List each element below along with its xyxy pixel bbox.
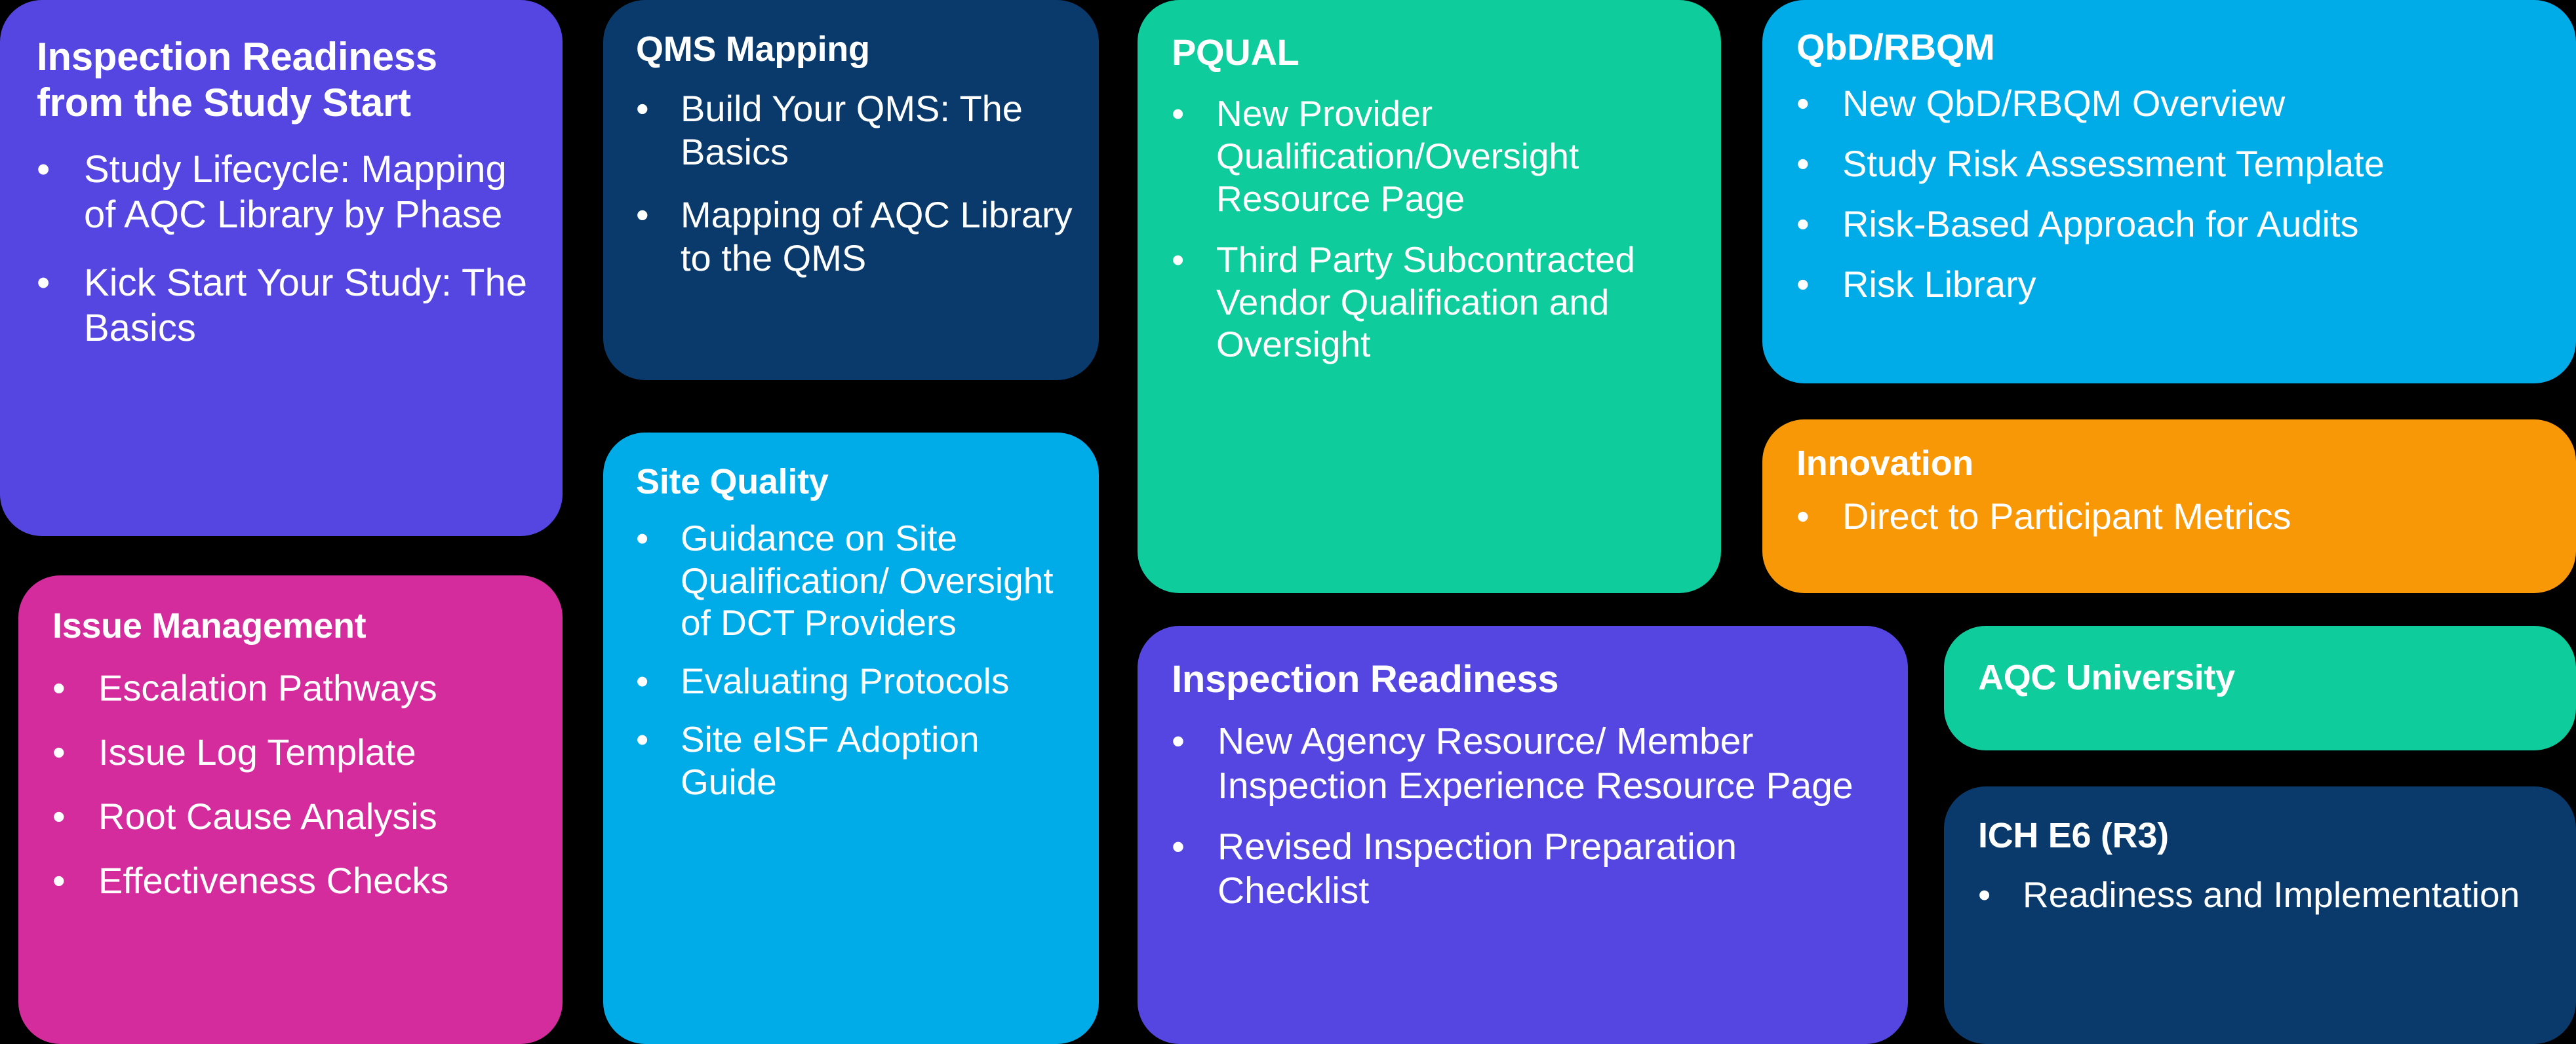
list-item[interactable]: • Third Party Subcontracted Vendor Quali… [1172, 239, 1701, 366]
list-item[interactable]: • Guidance on Site Qualification/ Oversi… [636, 517, 1078, 645]
card-title: PQUAL [1172, 31, 1299, 73]
bullet-dot-icon: • [52, 667, 66, 708]
card-aqc-university[interactable]: AQC University [1944, 626, 2576, 750]
card-pqual[interactable]: PQUAL • New Provider Qualification/Overs… [1138, 0, 1721, 593]
card-bullet-list: • Direct to Participant Metrics [1796, 495, 2552, 538]
list-item[interactable]: • Issue Log Template [52, 731, 536, 774]
list-item-label: Direct to Participant Metrics [1842, 495, 2291, 537]
card-qms-mapping[interactable]: QMS Mapping • Build Your QMS: The Basics… [603, 0, 1099, 380]
list-item[interactable]: • New QbD/RBQM Overview [1796, 82, 2552, 125]
bullet-dot-icon: • [1172, 239, 1185, 280]
bullet-dot-icon: • [1172, 825, 1185, 868]
list-item-label: Risk-Based Approach for Audits [1842, 203, 2359, 245]
card-qbd-rbqm[interactable]: QbD/RBQM • New QbD/RBQM Overview • Study… [1762, 0, 2576, 383]
list-item-label: Revised Inspection Preparation Checklist [1218, 825, 1737, 912]
card-title: Issue Management [52, 606, 367, 646]
card-bullet-list: • Build Your QMS: The Basics • Mapping o… [636, 87, 1074, 280]
card-bullet-list: • Readiness and Implementation [1978, 874, 2552, 916]
list-item[interactable]: • Readiness and Implementation [1978, 874, 2552, 916]
bullet-dot-icon: • [37, 148, 50, 191]
bullet-dot-icon: • [1172, 92, 1185, 134]
list-item-label: Effectiveness Checks [98, 859, 449, 901]
card-title: AQC University [1978, 658, 2235, 697]
list-item[interactable]: • Risk Library [1796, 263, 2552, 306]
card-title: ICH E6 (R3) [1978, 816, 2169, 855]
card-title: Innovation [1796, 444, 1973, 483]
card-inspection-readiness[interactable]: Inspection Readiness • New Agency Resour… [1138, 626, 1908, 1044]
list-item-label: New Agency Resource/ Member Inspection E… [1218, 720, 1853, 807]
bullet-dot-icon: • [37, 261, 50, 305]
list-item[interactable]: • Mapping of AQC Library to the QMS [636, 193, 1074, 280]
list-item[interactable]: • Effectiveness Checks [52, 859, 536, 902]
card-title: Site Quality [636, 462, 829, 501]
card-bullet-list: • New Agency Resource/ Member Inspection… [1172, 720, 1884, 913]
list-item[interactable]: • Site eISF Adoption Guide [636, 718, 1078, 803]
card-bullet-list: • Guidance on Site Qualification/ Oversi… [636, 517, 1078, 803]
list-item-label: Third Party Subcontracted Vendor Qualifi… [1216, 239, 1635, 365]
list-item-label: Build Your QMS: The Basics [681, 87, 1023, 172]
list-item-label: Issue Log Template [98, 731, 416, 773]
bullet-dot-icon: • [636, 719, 649, 760]
list-item[interactable]: • Revised Inspection Preparation Checkli… [1172, 825, 1884, 914]
list-item-label: Kick Start Your Study: The Basics [84, 261, 527, 349]
card-title: Inspection Readiness [1172, 658, 1559, 701]
card-bullet-list: • New Provider Qualification/Oversight R… [1172, 92, 1701, 366]
list-item[interactable]: • Direct to Participant Metrics [1796, 495, 2552, 538]
list-item-label: Escalation Pathways [98, 667, 437, 708]
list-item-label: Readiness and Implementation [2023, 874, 2520, 915]
list-item-label: Study Risk Assessment Template [1842, 143, 2385, 185]
bullet-dot-icon: • [1978, 874, 1991, 915]
bullet-dot-icon: • [52, 795, 66, 837]
list-item[interactable]: • New Agency Resource/ Member Inspection… [1172, 720, 1884, 808]
list-item[interactable]: • Escalation Pathways [52, 667, 536, 710]
bullet-dot-icon: • [1796, 143, 1810, 185]
bullet-dot-icon: • [52, 731, 66, 773]
card-site-quality[interactable]: Site Quality • Guidance on Site Qualific… [603, 433, 1099, 1044]
list-item-label: Study Lifecycle: Mapping of AQC Library … [84, 148, 507, 236]
card-title: QMS Mapping [636, 29, 870, 69]
card-bullet-list: • Study Lifecycle: Mapping of AQC Librar… [37, 147, 534, 351]
list-item-label: Root Cause Analysis [98, 795, 437, 837]
list-item-label: Mapping of AQC Library to the QMS [681, 193, 1073, 279]
card-bullet-list: • Escalation Pathways • Issue Log Templa… [52, 667, 536, 902]
card-bullet-list: • New QbD/RBQM Overview • Study Risk Ass… [1796, 82, 2552, 306]
card-innovation[interactable]: Innovation • Direct to Participant Metri… [1762, 419, 2576, 593]
bullet-dot-icon: • [636, 661, 649, 702]
bullet-dot-icon: • [1796, 203, 1810, 245]
bullet-dot-icon: • [1796, 82, 1810, 124]
list-item[interactable]: • New Provider Qualification/Oversight R… [1172, 92, 1701, 220]
card-title: QbD/RBQM [1796, 26, 1995, 68]
list-item-label: Evaluating Protocols [681, 661, 1010, 702]
bullet-dot-icon: • [1796, 263, 1810, 305]
list-item-label: Site eISF Adoption Guide [681, 719, 980, 803]
list-item[interactable]: • Study Risk Assessment Template [1796, 142, 2552, 185]
bullet-dot-icon: • [1796, 495, 1810, 537]
list-item-label: New Provider Qualification/Oversight Res… [1216, 92, 1579, 219]
bullet-dot-icon: • [636, 517, 649, 558]
bullet-dot-icon: • [636, 193, 649, 235]
list-item-label: Guidance on Site Qualification/ Oversigh… [681, 517, 1054, 644]
list-item[interactable]: • Evaluating Protocols [636, 660, 1078, 703]
list-item[interactable]: • Kick Start Your Study: The Basics [37, 261, 534, 351]
list-item[interactable]: • Study Lifecycle: Mapping of AQC Librar… [37, 147, 534, 237]
list-item-label: New QbD/RBQM Overview [1842, 82, 2286, 124]
card-ich-e6-r3[interactable]: ICH E6 (R3) • Readiness and Implementati… [1944, 786, 2576, 1044]
bullet-dot-icon: • [52, 859, 66, 901]
list-item[interactable]: • Root Cause Analysis [52, 795, 536, 838]
list-item-label: Risk Library [1842, 263, 2036, 305]
card-issue-management[interactable]: Issue Management • Escalation Pathways •… [18, 575, 563, 1044]
card-inspection-readiness-study-start[interactable]: Inspection Readiness from the Study Star… [0, 0, 563, 536]
list-item[interactable]: • Build Your QMS: The Basics [636, 87, 1074, 174]
list-item[interactable]: • Risk-Based Approach for Audits [1796, 203, 2552, 246]
bullet-dot-icon: • [636, 87, 649, 129]
bullet-dot-icon: • [1172, 720, 1185, 763]
card-title: Inspection Readiness from the Study Star… [37, 35, 437, 125]
